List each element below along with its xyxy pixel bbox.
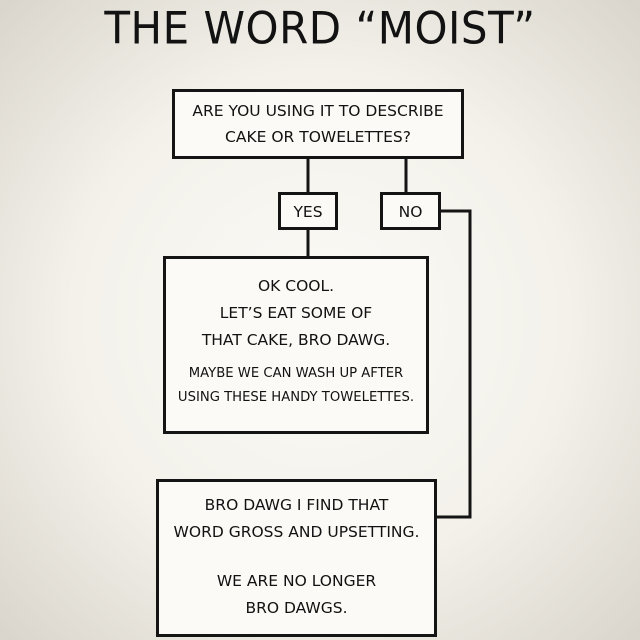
yes-label: YES [293, 203, 323, 221]
spacer [159, 546, 434, 568]
yes-result-line-2: LET’S EAT SOME OF [219, 304, 373, 322]
connector-no-to-bro [435, 209, 472, 519]
yes-result-line-1: OK COOL. [257, 277, 335, 295]
no-result-subline-1: WE ARE NO LONGER [216, 572, 377, 590]
no-result-subline-2: BRO DAWGS. [245, 599, 348, 617]
comic-title: THE WORD “MOIST” [104, 2, 536, 55]
yes-answer-box: YES [278, 192, 338, 230]
no-result-line-2: WORD GROSS AND UPSETTING. [173, 523, 420, 541]
no-result-box: BRO DAWG I FIND THAT WORD GROSS AND UPSE… [156, 479, 437, 637]
no-label: NO [398, 203, 423, 221]
yes-result-line-3: THAT CAKE, BRO DAWG. [201, 331, 391, 349]
question-box: ARE YOU USING IT TO DESCRIBE CAKE OR TOW… [172, 89, 464, 159]
yes-result-subline-2: USING THESE HANDY TOWELETTES. [177, 390, 415, 405]
spacer [166, 354, 426, 362]
no-result-line-1: BRO DAWG I FIND THAT [204, 496, 389, 514]
no-answer-box: NO [380, 192, 441, 230]
yes-result-box: OK COOL. LET’S EAT SOME OF THAT CAKE, BR… [163, 256, 429, 434]
question-line-2: CAKE OR TOWELETTES? [225, 128, 411, 146]
question-line-1: ARE YOU USING IT TO DESCRIBE [192, 102, 444, 120]
yes-result-subline-1: MAYBE WE CAN WASH UP AFTER [188, 366, 404, 381]
